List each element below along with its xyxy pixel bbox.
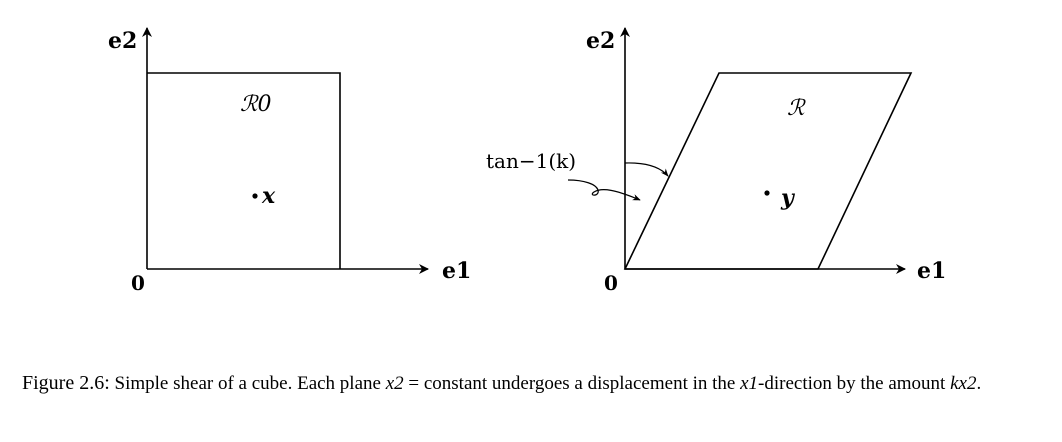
point-x-label: x xyxy=(261,183,276,209)
shear-angle-arc xyxy=(624,162,669,177)
left-panel: e2 e1 0 ℛ0 x xyxy=(108,27,471,295)
caption-text-1: Simple shear of a cube. Each plane xyxy=(114,373,381,394)
reference-square xyxy=(147,72,341,269)
right-e2-label: e2 xyxy=(586,28,615,54)
figure-number: Figure 2.6: xyxy=(22,372,110,394)
left-e2-label: e2 xyxy=(108,28,137,54)
caption-math-x1: x1 xyxy=(740,373,759,394)
region-r-label: ℛ xyxy=(787,96,806,121)
point-y-label: y xyxy=(780,185,796,211)
shear-diagram: e2 e1 0 ℛ0 x e2 e1 0 ℛ y tan−1(k) xyxy=(108,27,946,295)
left-origin-label: 0 xyxy=(131,271,145,295)
figure-caption: Figure 2.6: Simple shear of a cube. Each… xyxy=(22,364,1052,403)
caption-text-4: . xyxy=(976,373,982,394)
sheared-parallelogram xyxy=(623,72,913,270)
point-y-dot xyxy=(764,190,770,196)
left-e1-label: e1 xyxy=(442,258,471,284)
caption-math-x2: x2 xyxy=(385,373,404,394)
angle-label: tan−1(k) xyxy=(486,149,576,173)
region-r0-label: ℛ0 xyxy=(240,92,272,117)
caption-math-kx2: kx2 xyxy=(950,373,977,394)
right-panel: e2 e1 0 ℛ y tan−1(k) xyxy=(486,27,946,295)
right-origin-label: 0 xyxy=(604,271,618,295)
caption-text-3: -direction by the amount xyxy=(758,373,946,394)
caption-text-2: = constant undergoes a displacement in t… xyxy=(408,373,736,394)
angle-pointer-squiggle xyxy=(567,179,641,201)
point-x-dot xyxy=(252,193,258,199)
right-e1-label: e1 xyxy=(917,258,946,284)
